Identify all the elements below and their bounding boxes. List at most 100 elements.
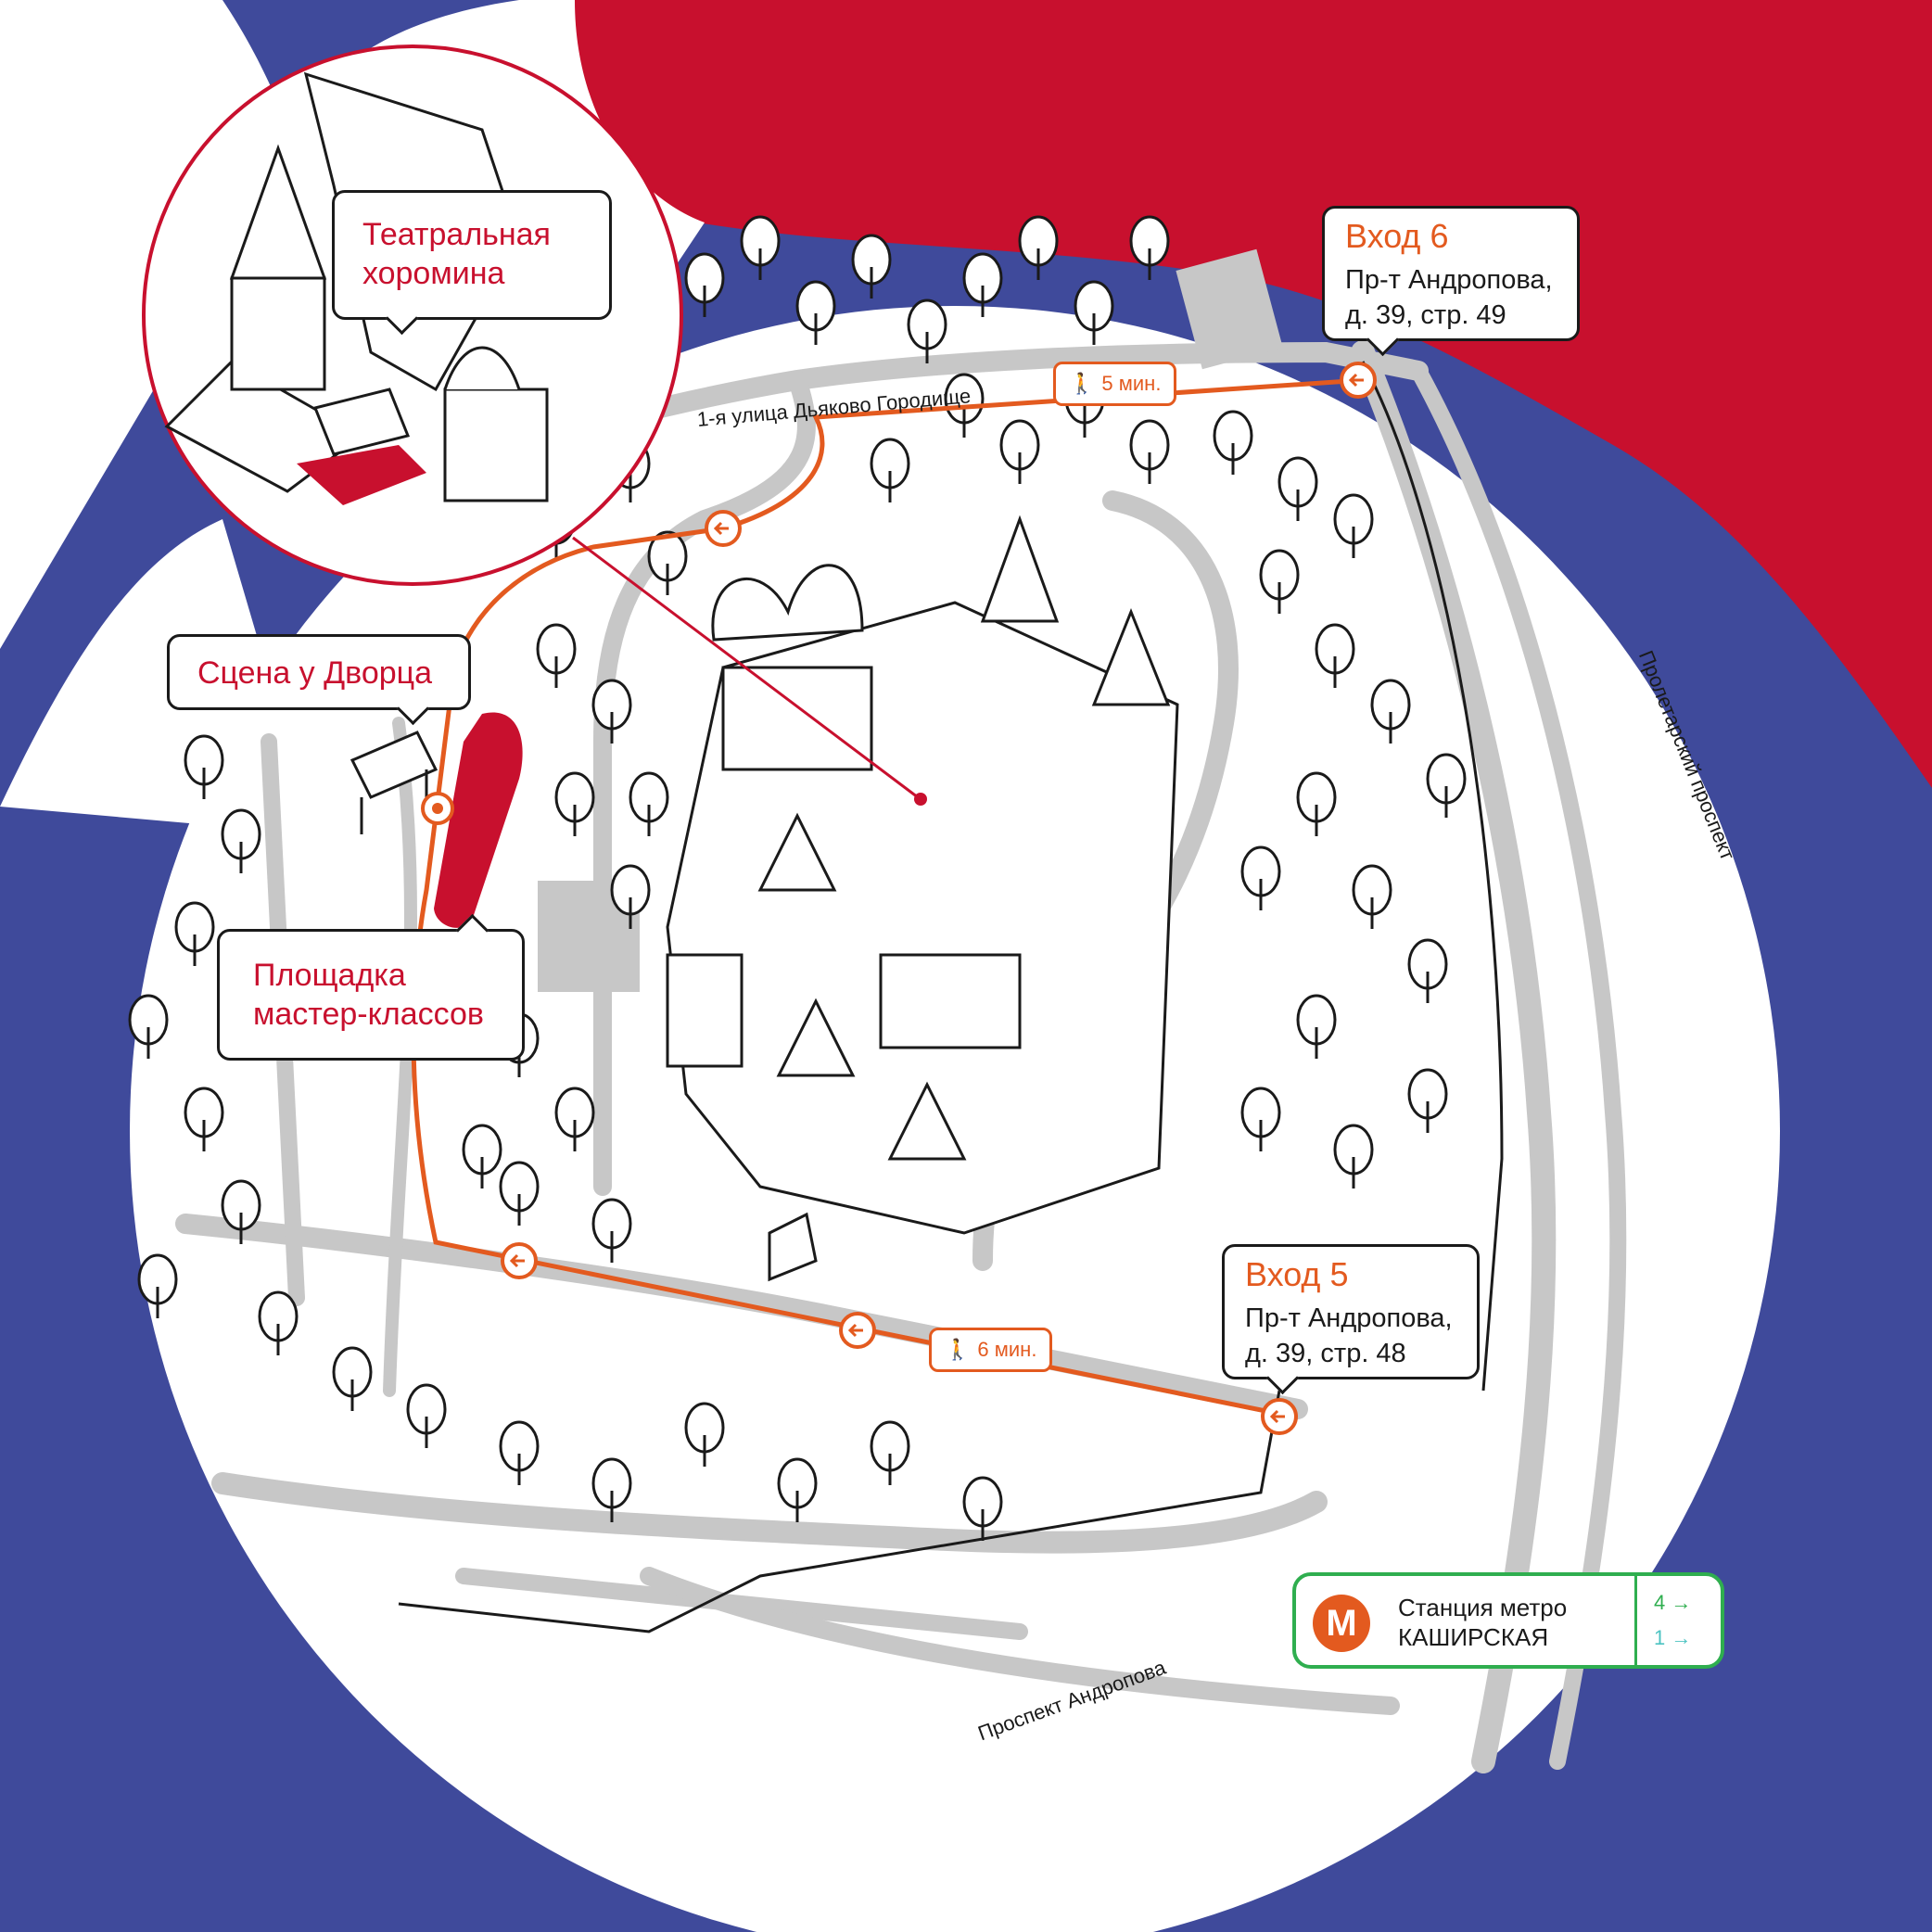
tree	[1259, 549, 1300, 614]
tree	[1333, 493, 1374, 558]
tree	[591, 1457, 632, 1522]
vhod5-title: Вход 5	[1245, 1255, 1349, 1293]
metro-logo-icon: М	[1313, 1595, 1370, 1652]
callout-ploshchadka[interactable]: Площадка мастер-классов	[217, 913, 525, 1061]
tree	[462, 1124, 502, 1188]
arrow-left-icon	[501, 1242, 538, 1279]
tree	[1352, 864, 1392, 929]
tree	[332, 1346, 373, 1411]
tree	[870, 1420, 910, 1485]
tree	[962, 1476, 1003, 1541]
callout-teatralnaya-text: Театральная хоромина	[362, 217, 551, 291]
tree	[554, 771, 595, 836]
masterclass-area	[434, 712, 523, 928]
callout-scena[interactable]: Сцена у Дворца	[167, 634, 471, 726]
fence-right	[1361, 361, 1504, 1392]
tree	[740, 215, 781, 280]
tree	[221, 1179, 261, 1244]
arrow-left-icon	[1340, 362, 1377, 399]
trees	[128, 215, 1467, 1541]
white-swoosh-mid	[0, 519, 315, 834]
tree	[610, 864, 651, 929]
walking-route	[411, 377, 1364, 1417]
marker-dot-icon	[914, 793, 927, 806]
tree	[647, 530, 688, 595]
walk-time-top: 🚶 5 мин.	[1053, 362, 1177, 406]
tree	[1213, 410, 1253, 475]
tree	[258, 1290, 299, 1355]
callout-teatralnaya[interactable]: Театральная хоромина	[332, 190, 612, 336]
metro-lines: 4 → 1 →	[1634, 1576, 1721, 1665]
metro-line-1: 1 →	[1654, 1626, 1692, 1649]
tree	[1370, 679, 1411, 744]
tree	[128, 994, 169, 1059]
arrow-left-icon	[839, 1312, 876, 1349]
tree	[684, 1402, 725, 1467]
red-swoosh	[556, 0, 1932, 788]
callout-vhod5[interactable]: Вход 5 Пр-т Андропова, д. 39, стр. 48	[1222, 1244, 1480, 1395]
vhod6-address: Пр-т Андропова, д. 39, стр. 49	[1345, 265, 1553, 330]
walk-time-bottom: 🚶 6 мин.	[929, 1328, 1053, 1372]
tree	[684, 252, 725, 317]
tree	[1333, 1124, 1374, 1188]
tree	[1074, 280, 1114, 345]
tree	[1407, 1068, 1448, 1133]
tree	[591, 679, 632, 744]
arrow-left-icon	[1261, 1398, 1298, 1435]
tree	[184, 1087, 224, 1151]
tree	[907, 299, 947, 363]
tree	[536, 623, 577, 688]
tree	[1315, 623, 1355, 688]
tree	[1240, 845, 1281, 910]
tree	[137, 1253, 178, 1318]
route-arrows	[421, 362, 1377, 1435]
tree	[591, 1198, 632, 1263]
stage-pavilion	[350, 731, 439, 834]
tree	[944, 373, 985, 438]
walker-icon: 🚶	[945, 1338, 971, 1361]
tree	[870, 438, 910, 502]
tree	[1240, 1087, 1281, 1151]
arrow-left-icon	[705, 510, 742, 547]
tree	[1129, 215, 1170, 280]
metro-label-line1: Станция метро	[1398, 1594, 1568, 1621]
tree	[629, 771, 669, 836]
walk-time-top-text: 5 мин.	[1101, 372, 1162, 395]
walk-time-bottom-text: 6 мин.	[977, 1338, 1037, 1361]
kolomenskoye-palace	[666, 515, 1179, 1282]
vhod5-address: Пр-т Андропова, д. 39, стр. 48	[1245, 1303, 1453, 1368]
tree	[406, 1383, 447, 1448]
tree	[851, 234, 892, 299]
vhod6-title: Вход 6	[1345, 217, 1449, 255]
metro-station-name: КАШИРСКАЯ	[1398, 1623, 1549, 1651]
callout-scena-text: Сцена у Дворца	[197, 655, 433, 691]
tree	[1296, 771, 1337, 836]
tree	[777, 1457, 818, 1522]
tree	[221, 808, 261, 873]
tree	[1407, 938, 1448, 1003]
leader-line	[572, 536, 919, 799]
marker-dot-icon	[421, 792, 454, 825]
callout-vhod6[interactable]: Вход 6 Пр-т Андропова, д. 39, стр. 49	[1322, 206, 1580, 357]
tree	[795, 280, 836, 345]
tree	[1277, 456, 1318, 521]
inset-red-floor	[297, 445, 426, 505]
tree	[174, 901, 215, 966]
parking-lot	[1176, 248, 1283, 370]
metro-label: Станция метро КАШИРСКАЯ	[1398, 1593, 1567, 1652]
metro-line-4: 4 →	[1654, 1591, 1692, 1614]
callout-ploshchadka-text: Площадка мастер-классов	[253, 958, 484, 1032]
tree	[1296, 994, 1337, 1059]
tree	[1018, 215, 1059, 280]
tree	[1129, 419, 1170, 484]
tree	[1426, 753, 1467, 818]
tree	[184, 734, 224, 799]
metro-kashirskaya[interactable]: М Станция метро КАШИРСКАЯ 4 → 1 →	[1292, 1572, 1724, 1669]
tree	[499, 1161, 540, 1226]
tree	[999, 419, 1040, 484]
walker-icon: 🚶	[1069, 372, 1095, 395]
tree	[554, 1087, 595, 1151]
tree	[962, 252, 1003, 317]
tree	[499, 1420, 540, 1485]
